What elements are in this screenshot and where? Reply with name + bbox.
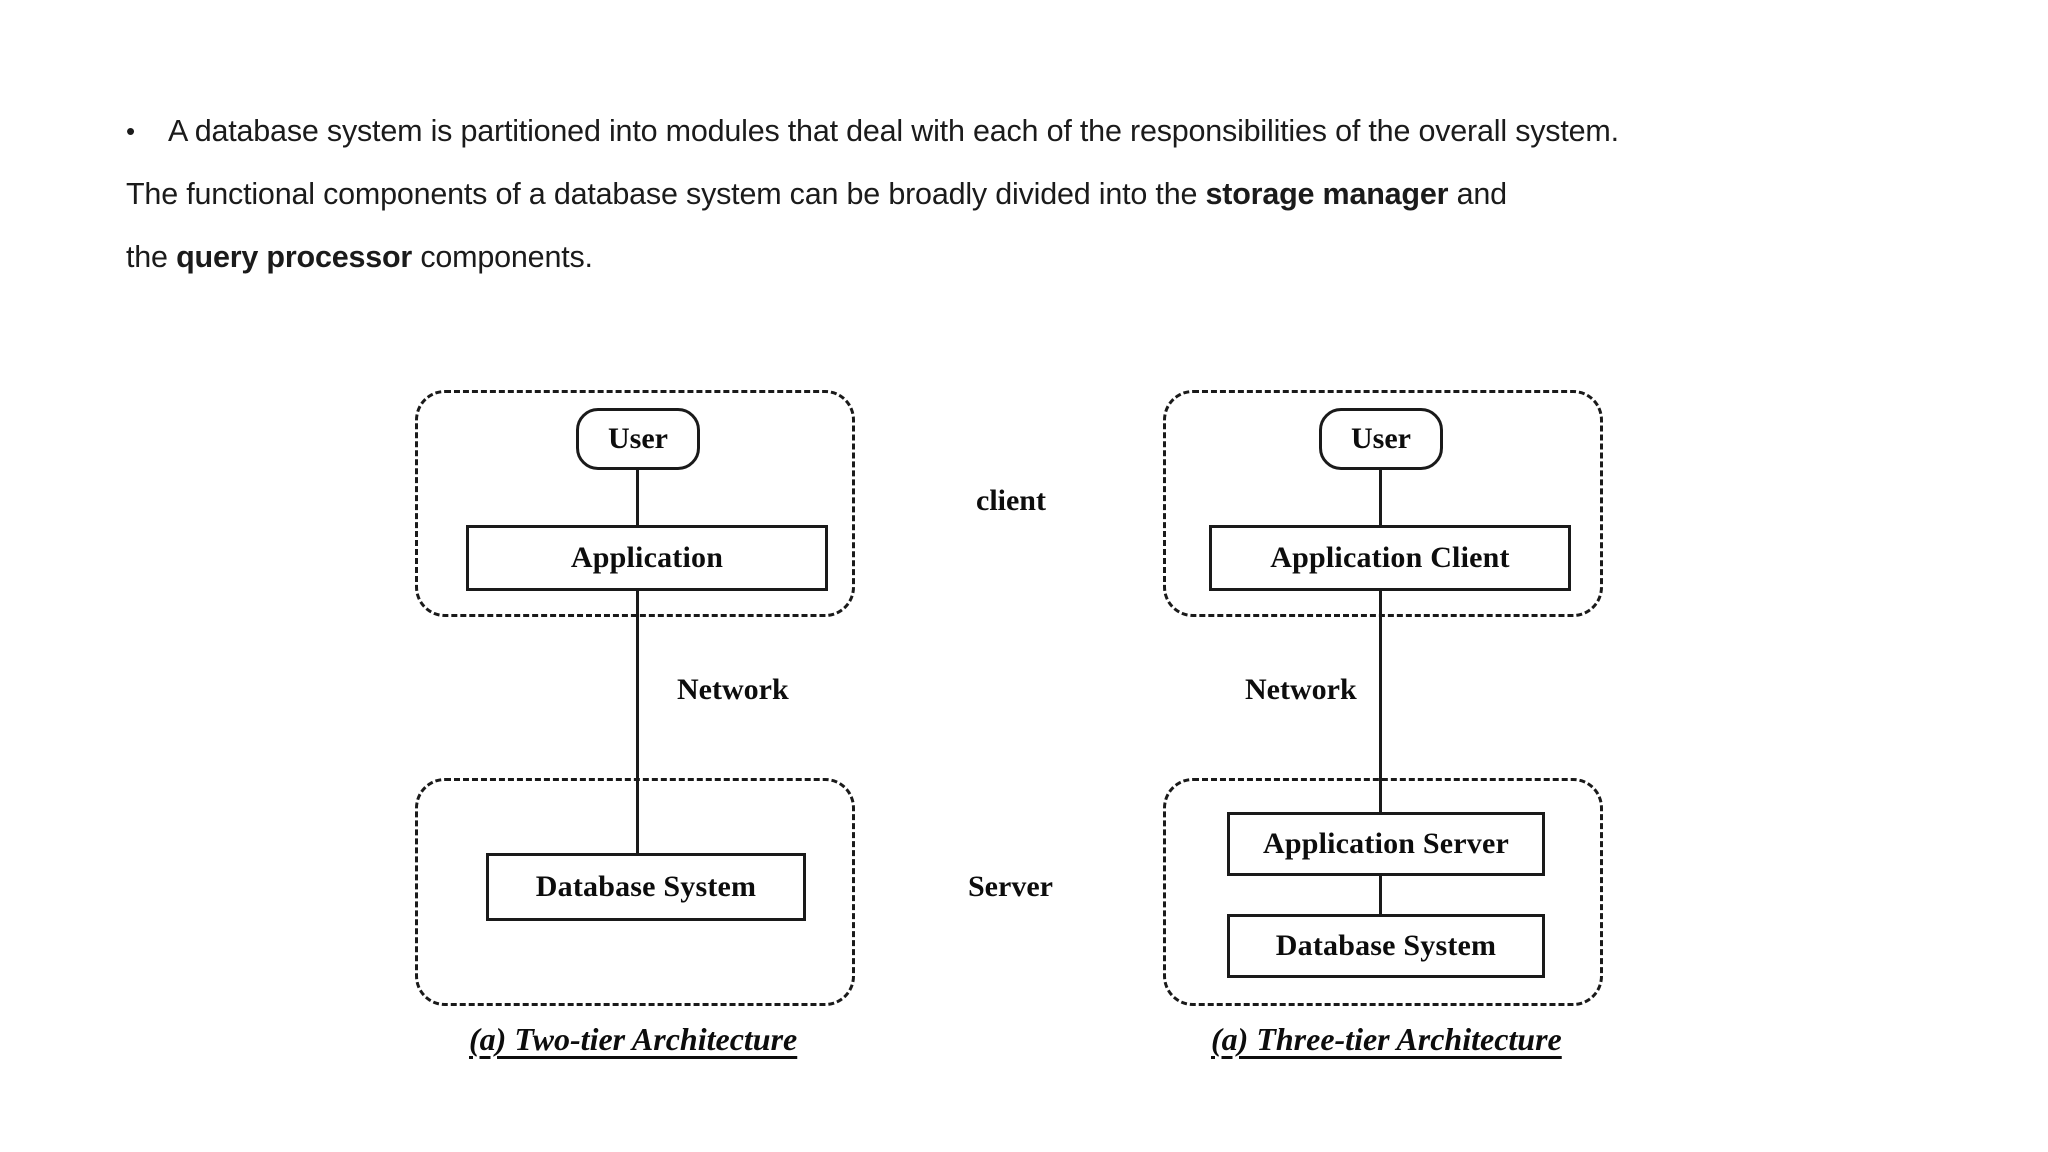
left-application-label: Application — [570, 541, 724, 574]
paragraph-line-3-text-a: the — [126, 240, 177, 274]
paragraph-line-2-text-a: The functional components of a database … — [126, 177, 1206, 211]
tier-label-server-text: Server — [968, 870, 1053, 903]
right-network-text: Network — [1245, 673, 1357, 706]
right-user-label: User — [1351, 422, 1411, 455]
right-connector-appserver-database — [1379, 866, 1382, 924]
intro-paragraph: • A database system is partitioned into m… — [126, 100, 1846, 289]
right-connector-user-application-client — [1379, 468, 1382, 536]
paragraph-line-1-text: A database system is partitioned into mo… — [168, 114, 1619, 148]
right-application-client-node: Application Client — [1209, 525, 1571, 591]
right-server-region — [1163, 778, 1603, 1006]
paragraph-line-3-text-b: components. — [412, 240, 593, 274]
left-database-system-label: Database System — [535, 870, 757, 903]
left-caption: (a) Two-tier Architecture — [469, 1021, 797, 1058]
right-user-node: User — [1319, 408, 1443, 470]
right-application-client-label: Application Client — [1270, 541, 1510, 574]
paragraph-line-1: • A database system is partitioned into m… — [126, 100, 1846, 163]
right-client-region — [1163, 390, 1603, 617]
left-connector-network — [636, 590, 639, 880]
left-server-region — [415, 778, 855, 1006]
storage-manager-emphasis: storage manager — [1205, 177, 1449, 211]
query-processor-emphasis: query processor — [176, 240, 413, 274]
right-application-server-node: Application Server — [1227, 812, 1545, 876]
tier-label-server: Server — [968, 870, 1053, 904]
left-database-system-node: Database System — [486, 853, 806, 921]
left-client-region — [415, 390, 855, 617]
right-application-server-label: Application Server — [1262, 827, 1510, 860]
left-user-node: User — [576, 408, 700, 470]
right-connector-network — [1379, 590, 1382, 813]
right-caption-text: (a) Three-tier Architecture — [1211, 1021, 1562, 1057]
left-connector-user-application — [636, 468, 639, 536]
right-network-label: Network — [1245, 673, 1357, 707]
right-database-system-label: Database System — [1275, 929, 1497, 962]
paragraph-line-2-text-b: and — [1448, 177, 1507, 211]
left-application-node: Application — [466, 525, 828, 591]
left-caption-text: (a) Two-tier Architecture — [469, 1021, 798, 1057]
left-network-text: Network — [677, 673, 789, 706]
tier-label-client: client — [976, 484, 1046, 518]
paragraph-line-3: the query processor components. — [126, 226, 1846, 289]
tier-label-client-text: client — [976, 484, 1046, 517]
paragraph-line-2: The functional components of a database … — [126, 163, 1846, 226]
right-database-system-node: Database System — [1227, 914, 1545, 978]
left-network-label: Network — [677, 673, 789, 707]
bullet-icon: • — [126, 116, 135, 146]
right-caption: (a) Three-tier Architecture — [1211, 1021, 1562, 1058]
left-user-label: User — [608, 422, 668, 455]
